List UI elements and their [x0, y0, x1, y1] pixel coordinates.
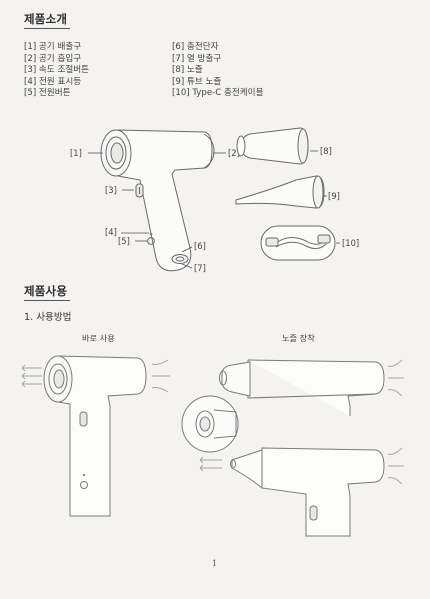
- product-diagram: [1] [2] [3] [4] [5] [6] [7] [8] [9]: [70, 127, 359, 273]
- part-item-2: [2] 공기 흡입구: [24, 53, 82, 64]
- section-underline: [24, 28, 70, 29]
- callout-2: [2]: [228, 148, 240, 158]
- caption-nozzle-mount: 노즐 장착: [282, 333, 315, 343]
- callout-10: [10]: [342, 238, 359, 248]
- callout-6: [6]: [194, 241, 206, 251]
- part-item-4: [4] 전원 표시등: [24, 76, 82, 87]
- part-item-5: [5] 전원버튼: [24, 88, 71, 99]
- section-title-product-intro: 제품소개: [24, 12, 68, 26]
- callout-9: [9]: [328, 191, 340, 201]
- section-underline: [24, 300, 70, 301]
- caption-direct-use: 바로 사용: [82, 333, 115, 343]
- part-item-10: [10] Type-C 충전케이블: [172, 88, 264, 99]
- callout-7: [7]: [194, 263, 206, 273]
- parts-list-right: [6] 충전단자 [7] 열 방출구 [8] 노즐 [9] 튜브 노즐 [10]…: [172, 42, 263, 100]
- part-item-8: [8] 노즐: [172, 65, 203, 76]
- callout-3: [3]: [105, 185, 117, 195]
- part-item-7: [7] 열 방출구: [172, 53, 222, 64]
- callout-5: [5]: [118, 236, 130, 246]
- section-title-product-use: 제품사용: [24, 284, 68, 298]
- callout-8: [8]: [320, 146, 332, 156]
- usage-illustration: [21, 355, 404, 537]
- page-number: 1: [212, 559, 218, 568]
- part-item-6: [6] 충전단자: [172, 42, 219, 52]
- part-item-3: [3] 속도 조절버튼: [24, 65, 90, 76]
- part-item-1: [1] 공기 배출구: [24, 42, 82, 52]
- part-item-9: [9] 튜브 노즐: [172, 76, 222, 87]
- usage-subtitle: 1. 사용방법: [24, 312, 72, 323]
- callout-1: [1]: [70, 148, 82, 158]
- callout-4: [4]: [105, 227, 117, 237]
- parts-list-left: [1] 공기 배출구 [2] 공기 흡입구 [3] 속도 조절버튼 [4] 전원…: [24, 42, 89, 100]
